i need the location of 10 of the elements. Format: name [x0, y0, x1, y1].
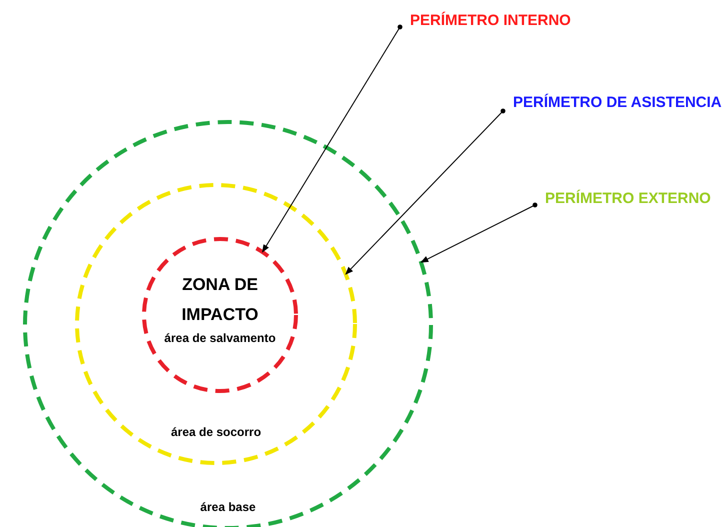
zone-title: ZONA DE IMPACTO: [180, 274, 260, 326]
zone-label: área base: [200, 500, 256, 514]
perimeter-label: PERÍMETRO INTERNO: [410, 12, 571, 29]
zone-label: área de salvamento: [164, 331, 276, 345]
perimeter-label: PERÍMETRO EXTERNO: [545, 190, 711, 207]
perimeter-label: PERÍMETRO DE ASISTENCIA: [513, 94, 722, 111]
leader-arrow: [262, 24, 402, 253]
zone-label: área de socorro: [170, 425, 262, 439]
leader-arrow: [420, 202, 538, 263]
leader-arrow: [345, 108, 506, 275]
